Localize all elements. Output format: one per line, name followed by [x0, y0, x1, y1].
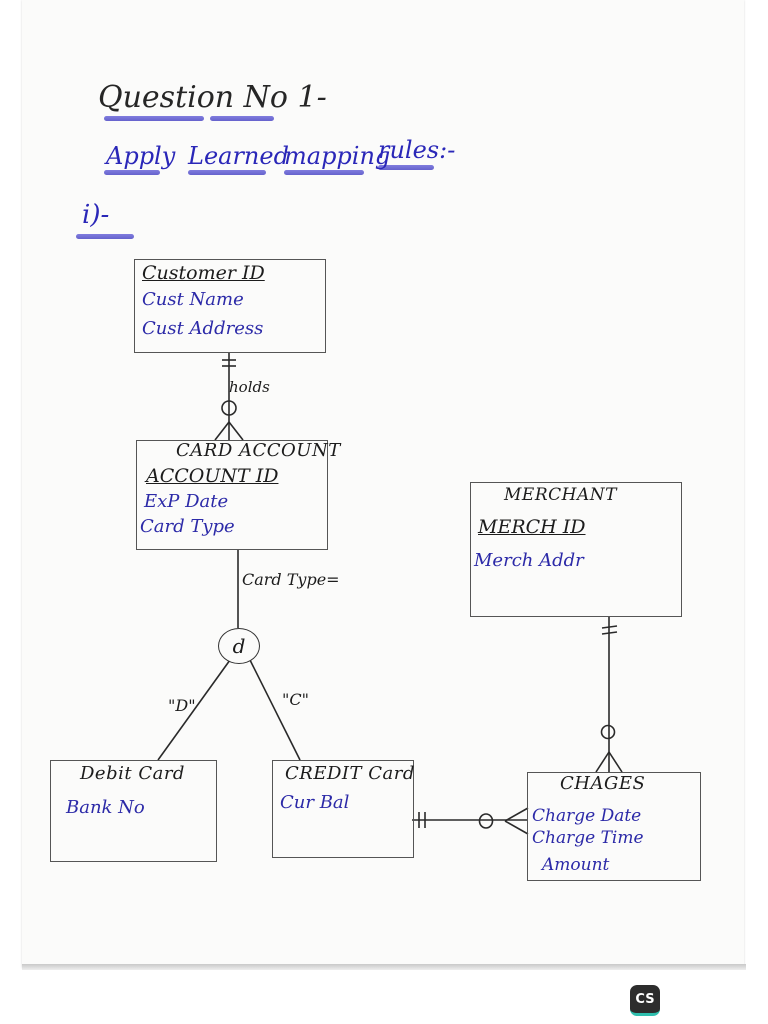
one-mark	[601, 625, 618, 629]
merchant-entity	[470, 482, 682, 617]
subtitle-highlight	[104, 170, 160, 175]
credit-card-entity	[272, 760, 414, 858]
customer-attr: Cust Name	[142, 289, 244, 310]
debit-value: "D"	[168, 696, 196, 715]
subtitle-word-1: Apply	[106, 142, 176, 170]
section-label: i)-	[82, 200, 110, 230]
charges-title: CHAGES	[560, 773, 646, 794]
card-account-attr: ExP Date	[144, 491, 229, 512]
card-account-entity	[136, 440, 328, 550]
customer-key: Customer ID	[142, 262, 265, 284]
subtitle-highlight	[378, 165, 434, 170]
debit-card-entity	[50, 760, 217, 862]
one-mark	[601, 631, 618, 635]
crow-foot	[608, 751, 623, 773]
subtitle-word-3: mapping	[284, 142, 391, 170]
camscanner-logo: CS	[630, 985, 660, 1016]
merchant-attr: Merch Addr	[474, 550, 584, 571]
zero-mark	[600, 724, 616, 740]
customer-entity	[134, 259, 326, 353]
subtitle-highlight	[284, 170, 364, 175]
disc-debit-link	[157, 659, 231, 761]
crow-foot	[228, 421, 244, 441]
subtitle-word-2: Learned	[188, 142, 289, 170]
card-account-title: CARD ACCOUNT	[176, 440, 341, 461]
subtitle-word-4: rules:-	[378, 136, 456, 164]
section-highlight	[76, 234, 134, 239]
credit-value: "C"	[282, 690, 309, 709]
crow-foot	[595, 751, 610, 773]
title-highlight	[104, 116, 204, 121]
merchant-key: MERCH ID	[478, 516, 586, 538]
holds-label: holds	[229, 378, 270, 396]
debit-card-attr: Bank No	[66, 797, 145, 818]
title-highlight	[210, 116, 274, 121]
zero-mark	[478, 813, 494, 829]
crow-foot	[504, 820, 529, 835]
merchant-title: MERCHANT	[504, 485, 617, 505]
card-account-key: ACCOUNT ID	[146, 465, 279, 487]
charges-attr: Charge Date	[532, 806, 642, 826]
paper-edge	[22, 964, 746, 970]
customer-attr: Cust Address	[142, 318, 264, 339]
disjoint-circle: d	[218, 628, 260, 664]
charges-attr: Charge Time	[532, 828, 644, 848]
disc-credit-link	[249, 659, 301, 761]
discriminator-label: Card Type=	[242, 570, 340, 589]
charges-entity	[527, 772, 701, 881]
credit-card-attr: Cur Bal	[280, 792, 350, 813]
zero-mark	[221, 400, 237, 416]
crow-foot	[214, 421, 230, 441]
debit-card-title: Debit Card	[80, 763, 185, 784]
question-title: Question No 1-	[98, 80, 327, 115]
charges-attr: Amount	[542, 855, 610, 875]
crow-foot	[504, 807, 529, 822]
credit-card-title: CREDIT Card	[285, 763, 415, 784]
card-account-attr: Card Type	[140, 516, 235, 537]
subtitle-highlight	[188, 170, 266, 175]
paper-sheet	[22, 0, 744, 968]
